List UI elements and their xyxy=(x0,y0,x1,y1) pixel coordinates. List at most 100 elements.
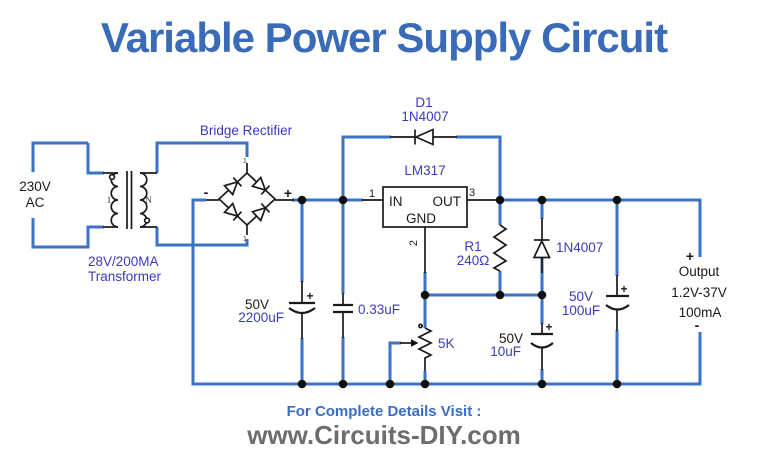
r1-value: 240Ω xyxy=(457,253,490,268)
d1-part: 1N4007 xyxy=(401,109,448,124)
lm317-pin3-number: 3 xyxy=(469,187,475,199)
bridge-neg-sign: - xyxy=(204,184,209,200)
d2-part: 1N4007 xyxy=(556,240,603,255)
output-plus-sign: + xyxy=(686,248,694,264)
cap2200-value: 2200uF xyxy=(238,310,284,325)
cap10-voltage: 50V xyxy=(499,331,523,346)
output-range: 1.2V-37V xyxy=(671,285,727,300)
cap2200-plus-sign: + xyxy=(306,289,313,303)
ac-loop-top-wire xyxy=(31,141,88,172)
cap-10uf: + 50V 10uF xyxy=(490,320,554,370)
lm317-gnd-label: GND xyxy=(406,211,436,226)
d1-triangle-icon xyxy=(413,128,434,146)
wires xyxy=(31,135,702,386)
lm317-pin2-number: 2 xyxy=(408,240,420,246)
transformer-rating: 28V/200MA xyxy=(88,254,159,269)
d2-diode: 1N4007 xyxy=(532,218,603,273)
pot-top-dot-icon xyxy=(418,323,423,329)
bridge-diode-br-icon xyxy=(250,202,271,223)
bridge-diode-tl-icon xyxy=(222,176,243,197)
primary-phase-dot-icon xyxy=(108,173,116,181)
cap033-value: 0.33uF xyxy=(358,302,400,317)
secondary-mark: N xyxy=(145,195,152,205)
junction-dot xyxy=(537,379,547,389)
cap-2200uf: + 50V 2200uF xyxy=(238,281,316,339)
bridge-rectifier: Bridge Rectifier - + 1 1 xyxy=(200,123,294,243)
junction-dots xyxy=(297,195,622,389)
d1-name: D1 xyxy=(415,95,432,110)
cap100-neg-plate xyxy=(605,304,630,311)
junction-dot xyxy=(420,290,430,300)
junction-dot xyxy=(612,379,622,389)
junction-dot xyxy=(338,379,348,389)
cap10-plus-sign: + xyxy=(545,320,552,334)
cap100-value: 100uF xyxy=(562,303,600,318)
pot-wiper-arrow-icon xyxy=(411,339,419,347)
lm317-pin1-number: 1 xyxy=(369,188,375,200)
cap10-neg-plate xyxy=(530,342,554,349)
lm317-regulator: LM317 IN OUT GND 1 3 2 xyxy=(362,163,500,273)
r1-zigzag xyxy=(492,224,508,272)
secondary-top-wire xyxy=(155,141,249,173)
junction-dot xyxy=(385,379,395,389)
secondary-coil xyxy=(139,172,148,228)
primary-mark: 1 xyxy=(107,195,112,205)
primary-coil xyxy=(110,172,119,228)
lm317-body xyxy=(382,186,468,228)
ac-loop-right-top-wire xyxy=(86,143,104,175)
ac-source: 230V AC xyxy=(19,179,51,210)
bridge-bottom-tick: 1 xyxy=(243,236,247,243)
bridge-diode-tr-icon xyxy=(250,175,271,196)
bridge-pos-sign: + xyxy=(284,185,292,201)
transformer-name: Transformer xyxy=(88,269,162,284)
secondary-phase-dot-icon xyxy=(143,217,151,224)
bridge-label: Bridge Rectifier xyxy=(200,123,293,138)
ac-source-type: AC xyxy=(26,195,45,210)
junction-dot xyxy=(495,290,505,300)
cap10-value: 10uF xyxy=(490,344,521,359)
pot-value: 5K xyxy=(438,336,455,351)
core-lines xyxy=(126,171,133,229)
secondary-bottom-wire xyxy=(155,227,249,247)
junction-dot xyxy=(612,195,622,205)
output-current: 100mA xyxy=(679,305,722,320)
transformer: 1 N 28V/200MA Transformer xyxy=(88,171,162,284)
junction-dot xyxy=(297,195,307,205)
d1-loop-right-wire xyxy=(456,135,502,200)
footer-site-url: www.Circuits-DIY.com xyxy=(247,420,521,450)
r1-resistor: R1 240Ω xyxy=(457,224,508,272)
bridge-diode-bl-icon xyxy=(222,201,243,222)
junction-dot xyxy=(297,379,307,389)
lm317-in-label: IN xyxy=(389,194,403,209)
potentiometer: 5K xyxy=(400,323,455,371)
bridge-diamond xyxy=(217,171,277,227)
lm317-out-label: OUT xyxy=(433,194,462,209)
junction-dot xyxy=(420,379,430,389)
lm317-name: LM317 xyxy=(404,163,445,178)
d1-protection-diode: D1 1N4007 xyxy=(390,95,457,146)
ac-source-voltage: 230V xyxy=(19,179,51,194)
output-rail-wire xyxy=(500,198,702,257)
output-minus-sign: - xyxy=(695,317,700,333)
junction-dot xyxy=(537,195,547,205)
d2-triangle-icon xyxy=(532,239,551,259)
d1-loop-left-wire xyxy=(341,135,391,200)
ac-loop-bottom-wire xyxy=(31,218,104,249)
bridge-top-tick: 1 xyxy=(243,158,247,165)
ground-rail-wire xyxy=(191,198,702,386)
cap100-voltage: 50V xyxy=(569,289,593,304)
output-label: Output xyxy=(679,264,720,279)
page-title: Variable Power Supply Circuit xyxy=(100,14,668,61)
pot-zigzag xyxy=(417,327,433,371)
cap-100uf: + 50V 100uF xyxy=(562,275,630,331)
pot-wiper-wire xyxy=(388,341,401,384)
junction-dot xyxy=(537,290,547,300)
r1-name: R1 xyxy=(464,239,481,254)
cap100-plus-sign: + xyxy=(620,282,627,296)
junction-dot xyxy=(495,195,505,205)
cap2200-neg-plate xyxy=(288,307,316,315)
output-terminal: + Output 1.2V-37V 100mA - xyxy=(671,248,727,333)
junction-dot xyxy=(338,195,348,205)
